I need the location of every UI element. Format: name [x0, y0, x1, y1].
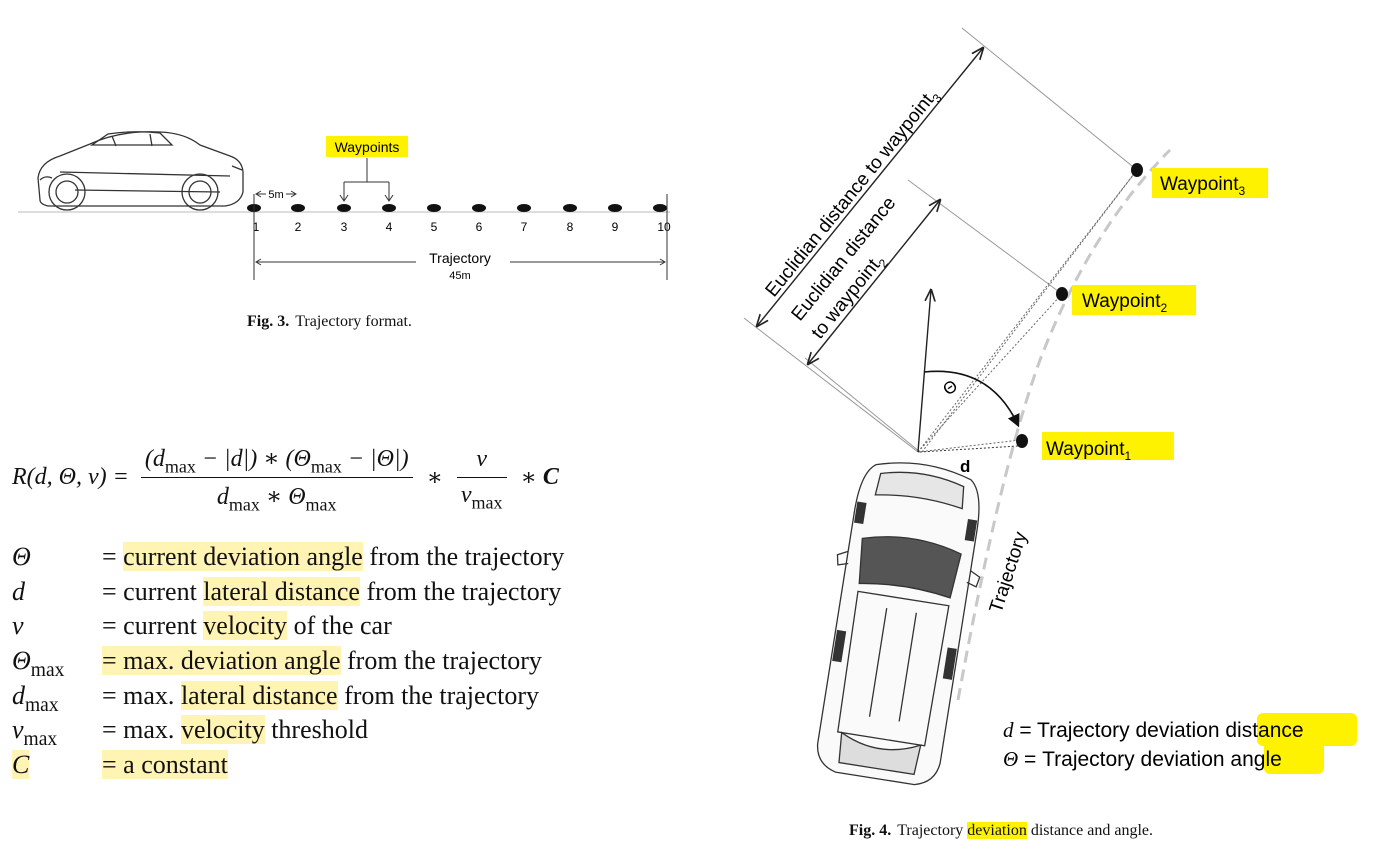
waypoint-number: 1 [253, 220, 260, 234]
waypoint-number: 6 [476, 220, 483, 234]
definition-text: = max. lateral distance from the traject… [102, 680, 539, 710]
waypoints-bracket [339, 158, 394, 202]
definition-text: = max. deviation angle from the trajecto… [102, 646, 542, 676]
times-operator-2: ∗ [520, 465, 543, 491]
reward-equation: R(d, Θ, v) = (dmax − |d|) ∗ (Θmax − |Θ|)… [12, 444, 559, 515]
waypoint1-highlight [1042, 432, 1174, 460]
velocity-fraction: v vmax [456, 446, 507, 513]
waypoint3-label: Waypoint3 [1160, 174, 1246, 198]
waypoints-highlight [326, 136, 408, 157]
main-numerator: (dmax − |d|) ∗ (Θmax − |Θ|) [140, 444, 413, 478]
dotted-sight-lines [917, 169, 1138, 453]
waypoint-number: 2 [295, 220, 302, 234]
d-label: d [960, 457, 970, 476]
spacing-label: 5m [268, 189, 283, 201]
waypoint-number: 9 [612, 220, 619, 234]
trajectory-label: Trajectory [429, 250, 491, 266]
waypoint1-label: Waypoint1 [1046, 439, 1132, 463]
equation-lhs: R(d, Θ, v) = [12, 464, 129, 490]
waypoint-number: 5 [431, 220, 438, 234]
waypoint2-dot [1056, 287, 1068, 301]
euclid3-label: Euclidian distance to waypoint3 [762, 85, 945, 303]
definition-symbol: vmax [12, 715, 58, 751]
fig3-caption-text: Trajectory format. [295, 313, 412, 330]
theta-label: Θ [939, 376, 961, 399]
waypoint-number: 7 [521, 220, 528, 234]
length-label: 45m [449, 270, 470, 282]
waypoints-label: Waypoints [335, 139, 400, 155]
definition-symbol: dmax [12, 680, 59, 716]
fig4-caption-number: Fig. 4. [849, 822, 892, 839]
definition-symbol: Θmax [12, 646, 65, 681]
definition-symbol: C [12, 750, 30, 780]
trajectory-label: Trajectory [986, 529, 1032, 616]
waypoint-number: 3 [341, 220, 348, 234]
legend-angle-highlight [1264, 741, 1324, 774]
euclid3-arrow [757, 48, 983, 326]
definition-text: = current lateral distance from the traj… [102, 576, 562, 606]
waypoint3-highlight [1152, 168, 1268, 198]
times-operator: ∗ [426, 465, 443, 491]
definition-row: vmax = max. velocity threshold [12, 713, 564, 751]
constant-symbol: C [542, 464, 559, 490]
fig4-caption: Fig. 4.Trajectory deviation distance and… [849, 822, 1153, 839]
car-side-illustration [37, 131, 244, 211]
definition-text: = a constant [102, 750, 228, 780]
definitions-list: Θ = current deviation angle from the tra… [12, 540, 564, 783]
main-fraction: (dmax − |d|) ∗ (Θmax − |Θ|) dmax ∗ Θmax [140, 444, 413, 515]
definition-row: dmax = max. lateral distance from the tr… [12, 679, 564, 716]
definition-symbol: v [12, 611, 24, 641]
lateral-distance-line [919, 445, 1019, 453]
waypoint1-dot [1016, 434, 1028, 448]
trajectory-path [956, 148, 1172, 701]
definition-row: Θ = current deviation angle from the tra… [12, 540, 564, 575]
waypoint3-dot [1131, 163, 1143, 177]
definition-row: v = current velocity of the car [12, 609, 564, 644]
definition-row: Θmax = max. deviation angle from the tra… [12, 644, 564, 681]
waypoint2-label: Waypoint2 [1082, 291, 1168, 315]
waypoint-number: 8 [567, 220, 574, 234]
definition-symbol: d [12, 576, 25, 606]
main-denominator: dmax ∗ Θmax [216, 484, 337, 515]
definition-row: d = current lateral distance from the tr… [12, 575, 564, 610]
velocity-numerator: v [456, 446, 507, 478]
angle-arc [923, 370, 1020, 428]
waypoint2-highlight [1072, 285, 1196, 315]
definition-text: = current deviation angle from the traje… [102, 542, 565, 571]
fig4-caption-highlight: deviation [967, 822, 1027, 839]
fig4-diagram: Euclidian distance to waypoint3 Euclidia… [743, 27, 1357, 786]
definition-row: C = a constant [12, 748, 564, 783]
waypoint-numbers: 1 2 3 4 5 6 7 8 9 10 [253, 220, 671, 234]
fig3-diagram: Waypoints 5m 1 2 3 4 5 6 7 8 9 10 Trajec… [18, 131, 671, 282]
car-top-illustration [816, 462, 981, 786]
fig3-caption-number: Fig. 3. [247, 313, 290, 330]
trajectory-length-arrow [253, 194, 668, 280]
legend-distance-highlight [1257, 713, 1357, 746]
euclid2-arrow [808, 200, 940, 364]
fig3-caption: Fig. 3. Trajectory format. [247, 313, 412, 331]
waypoint-dots [247, 204, 667, 212]
waypoint-number: 10 [657, 220, 671, 234]
waypoint-number: 4 [386, 220, 393, 234]
heading-arrow [917, 290, 931, 453]
spacing-arrow [255, 190, 297, 198]
velocity-denominator: vmax [460, 482, 503, 513]
legend-d-entry: d = Trajectory deviation distance [1003, 718, 1304, 742]
definition-text: = current velocity of the car [102, 611, 392, 641]
definition-text: = max. velocity threshold [102, 715, 368, 745]
legend-theta-entry: Θ = Trajectory deviation angle [1003, 747, 1282, 771]
definition-symbol: Θ [12, 542, 31, 571]
